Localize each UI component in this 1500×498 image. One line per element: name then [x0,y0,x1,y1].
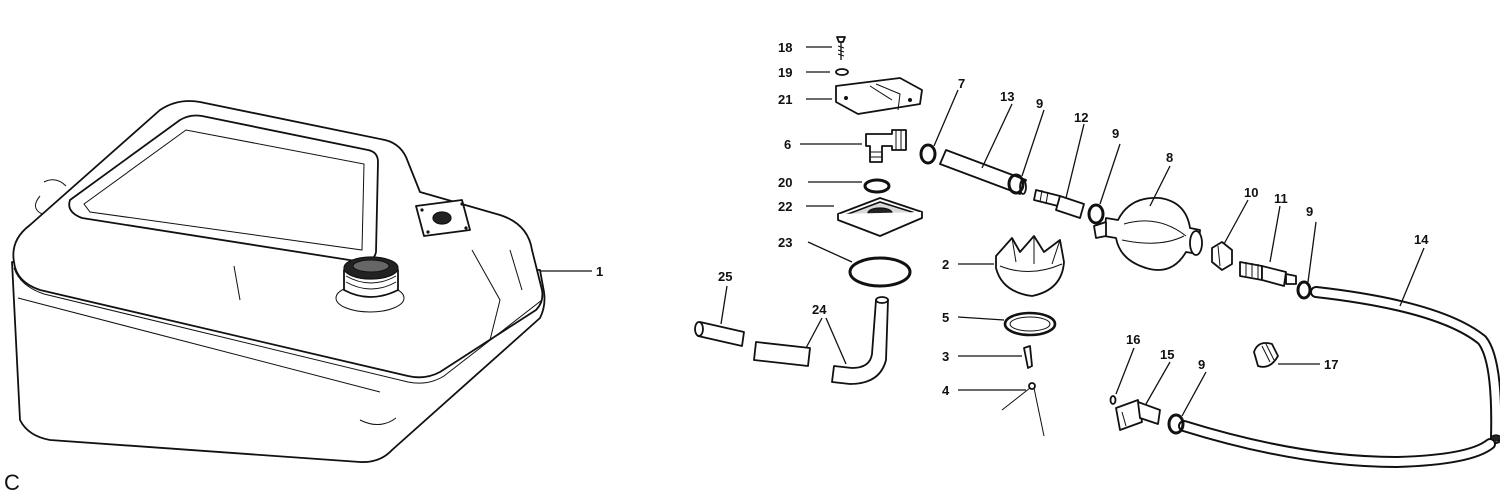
connector-15 [1115,399,1161,431]
clamp-9c [1296,280,1312,300]
clip-4 [1001,382,1045,437]
callout-3: 3 [942,349,949,364]
retainer-2 [995,235,1065,297]
washer-16 [1109,395,1117,405]
callout-1: 1 [596,264,603,279]
callout-9c: 9 [1306,204,1313,219]
hose-13 [939,149,1027,195]
clamp-7 [919,143,937,165]
callout-25: 25 [718,269,732,284]
figure-letter: C [4,470,20,493]
callout-5: 5 [942,310,949,325]
callout-6: 6 [784,137,791,152]
screw-18 [836,36,846,60]
callout-19: 19 [778,65,792,80]
filter-25 [694,321,745,347]
callout-7: 7 [958,76,965,91]
clamp-9a [1007,173,1025,195]
fuel-tank [11,100,546,463]
callout-15: 15 [1160,347,1174,362]
callout-10: 10 [1244,185,1258,200]
callout-9d: 9 [1198,357,1205,372]
callout-22: 22 [778,199,792,214]
callout-24: 24 [812,302,827,317]
washer-19 [835,68,849,76]
callout-12: 12 [1074,110,1088,125]
callout-23: 23 [778,235,792,250]
callout-16: 16 [1126,332,1140,347]
callout-8: 8 [1166,150,1173,165]
callout-21: 21 [778,92,792,107]
pickup-tube-24 [753,296,889,385]
seal-5 [1003,311,1057,337]
fuel-line-14 [1178,286,1500,469]
pin-3 [1023,345,1033,369]
fitting-6 [865,129,907,163]
primer-bulb-8 [1093,197,1203,271]
hose-clip-17 [1253,342,1279,368]
connector-11 [1239,261,1297,287]
valve-plate-22 [837,197,923,237]
callout-17: 17 [1324,357,1338,372]
gasket-23 [848,256,912,288]
callout-14: 14 [1414,232,1429,247]
clamp-9d [1167,413,1185,435]
callout-18: 18 [778,40,792,55]
callout-9a: 9 [1036,96,1043,111]
callout-4: 4 [942,383,950,398]
clamp-9b [1087,203,1105,225]
callout-13: 13 [1000,89,1014,104]
connector-12 [1033,189,1085,219]
nut-10 [1211,241,1233,271]
plate-21 [835,77,923,115]
callout-20: 20 [778,175,792,190]
callout-2: 2 [942,257,949,272]
callout-11: 11 [1274,191,1288,206]
o-ring-20 [863,178,891,194]
callout-9b: 9 [1112,126,1119,141]
